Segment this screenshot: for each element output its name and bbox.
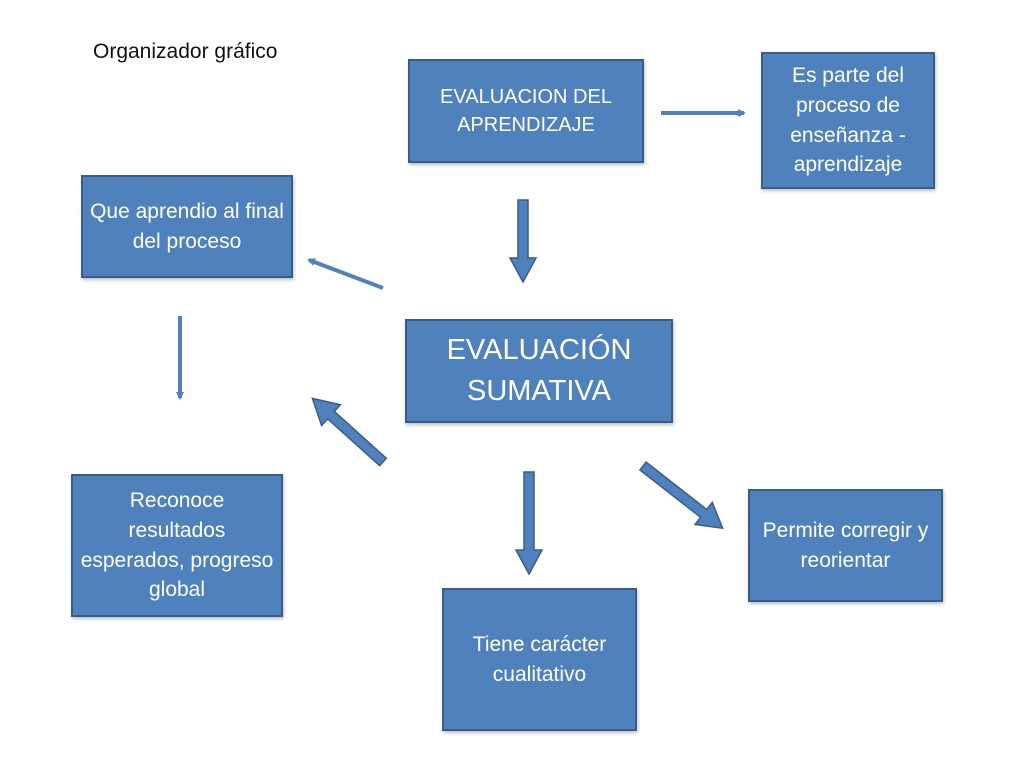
arrow-center-to-bottom-left <box>311 397 388 467</box>
node-label: Que aprendio al final del proceso <box>90 199 284 253</box>
node-evaluacion-aprendizaje: EVALUACION DEL APRENDIZAJE <box>408 59 644 163</box>
node-reconoce-resultados: Reconoce resultados esperados, progreso … <box>71 474 283 617</box>
arrow-center-to-left <box>307 258 384 290</box>
node-evaluacion-sumativa: EVALUACIÓN SUMATIVA <box>405 319 673 423</box>
node-label: Permite corregir y reorientar <box>762 518 929 572</box>
node-que-aprendio: Que aprendio al final del proceso <box>81 175 293 278</box>
node-label: Reconoce resultados esperados, progreso … <box>80 488 274 602</box>
arrow-center-to-bottom <box>514 471 544 576</box>
node-label: EVALUACIÓN SUMATIVA <box>446 334 632 407</box>
node-label: Es parte del proceso de enseñanza - apre… <box>790 63 906 177</box>
node-permite-corregir: Permite corregir y reorientar <box>748 489 943 602</box>
node-label: EVALUACION DEL APRENDIZAJE <box>440 85 612 136</box>
arrow-top-to-center <box>508 199 538 284</box>
arrow-center-to-bottom-right <box>638 461 724 530</box>
node-parte-del-proceso: Es parte del proceso de enseñanza - apre… <box>761 52 935 189</box>
diagram-title: Organizador gráfico <box>93 40 278 63</box>
node-label: Tiene carácter cualitativo <box>472 632 607 686</box>
node-caracter-cualitativo: Tiene carácter cualitativo <box>442 588 637 731</box>
